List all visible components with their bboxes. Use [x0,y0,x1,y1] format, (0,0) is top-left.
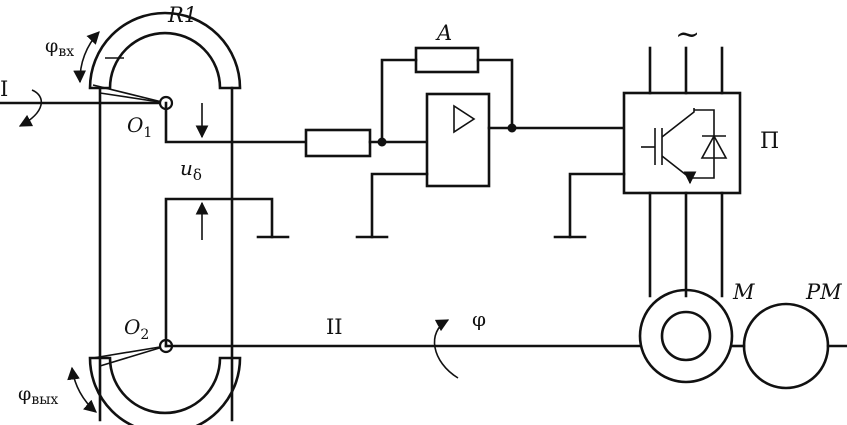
amplifier [425,92,491,188]
wiper-o1-arm2 [99,92,167,104]
wiper-o1-arm [92,84,167,104]
label-shaft-in: I [0,77,8,101]
wiper-o2-arm [92,345,167,359]
label-u: uδ [180,156,202,184]
input-rotation-arrow [18,89,43,127]
amp-ground-wire [370,172,429,239]
o1-signal-wire [164,101,310,144]
output-rotation-arrow [433,319,459,379]
label-a: A [435,21,452,45]
converter-ground-wire [568,172,626,239]
label-ac: ~ [675,17,700,52]
diode-icon [690,109,728,179]
junction-left [377,137,387,147]
phi-out-angle-arc [67,366,97,413]
o2-ground-wire [164,197,274,348]
label-r1: R1 [167,3,197,27]
label-o1: O1 [127,113,152,141]
power-converter [622,91,742,195]
phi-in-angle-arc [73,31,100,84]
feedback-right [476,58,514,130]
label-phi-out: φвых [18,383,58,408]
gearbox-pm [742,302,830,390]
amplifier-triangle-icon [453,104,476,134]
feedback-left [380,58,418,144]
label-m: M [732,280,755,304]
potentiometer-output [88,356,242,425]
wiper-o2-arm2 [99,345,167,367]
potentiometer-r1 [88,11,242,90]
label-p: П [760,129,779,154]
label-pm: PM [805,280,842,304]
label-phi-in: φвх [45,35,74,60]
label-shaft-out: II [326,315,343,339]
motor-rotor [660,310,712,362]
motor [638,288,734,384]
label-phi: φ [472,307,486,331]
feedback-resistor [414,46,480,74]
input-resistor [304,128,372,158]
label-o2: O2 [124,315,149,343]
